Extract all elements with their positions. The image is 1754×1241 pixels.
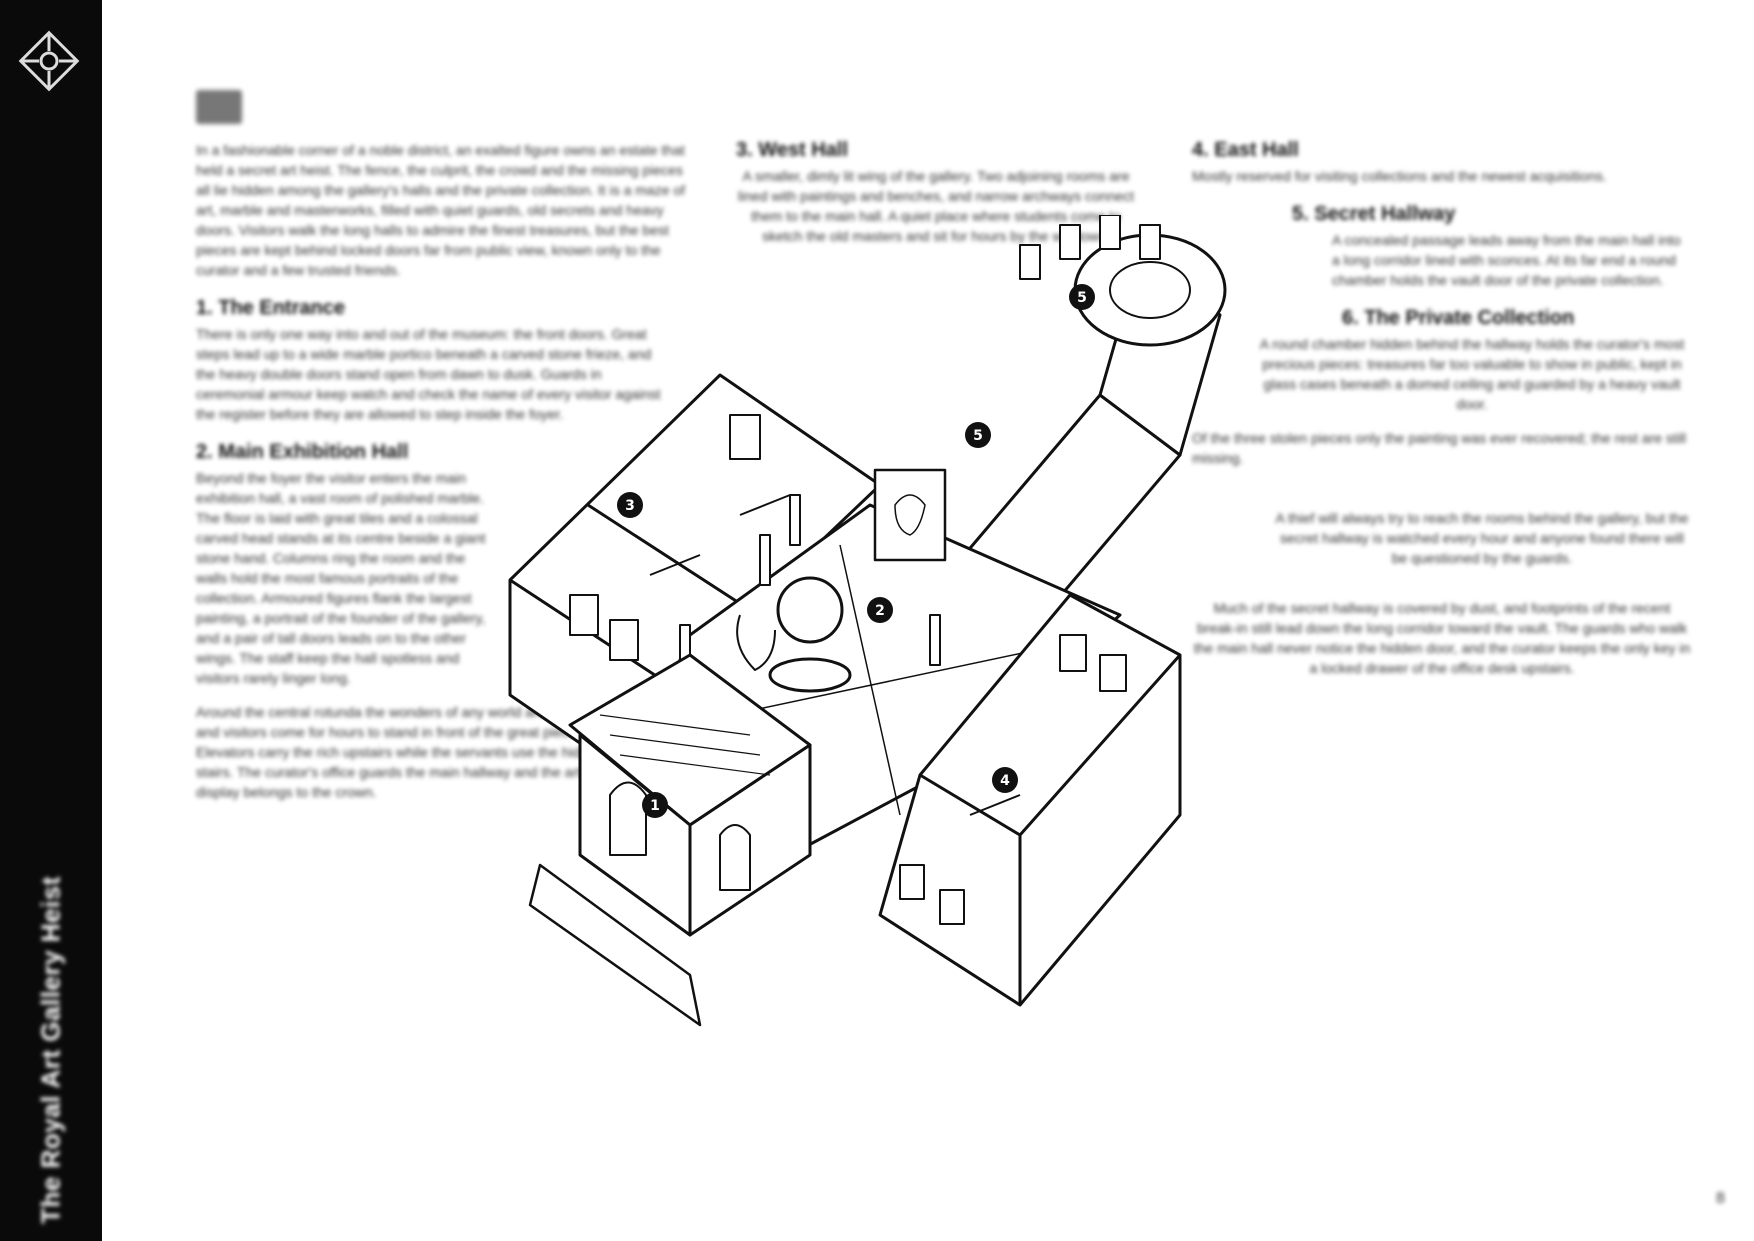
secret-hallway-body: A concealed passage leads away from the …: [1332, 232, 1681, 288]
sidebar: The Royal Art Gallery Heist: [0, 0, 102, 1241]
intro-paragraph: In a fashionable corner of a noble distr…: [196, 142, 686, 278]
east-notes-paragraph-2: A thief will always try to reach the roo…: [1275, 510, 1689, 566]
west-hall-heading: 3. West Hall: [736, 139, 848, 161]
svg-text:4: 4: [1000, 773, 1010, 789]
svg-text:3: 3: [625, 498, 635, 514]
svg-text:2: 2: [875, 603, 885, 619]
main-hall-body: Beyond the foyer the visitor enters the …: [196, 470, 486, 686]
entrance-temple: [528, 653, 812, 1027]
intro-paragraph-2: Around the central rotunda the wonders o…: [196, 704, 604, 800]
map-marker-main-hall: 2: [867, 597, 893, 623]
private-collection-heading: 6. The Private Collection: [1342, 307, 1575, 329]
east-hall-wing: [878, 593, 1182, 1007]
sidebar-title: The Royal Art Gallery Heist: [35, 876, 66, 1224]
right-column: 4. East Hall Mostly reserved for visitin…: [1192, 138, 1692, 692]
main-hall-heading: 2. Main Exhibition Hall: [196, 441, 409, 463]
map-marker-west-hall: 3: [617, 492, 643, 518]
east-hall-body: Mostly reserved for visiting collections…: [1192, 168, 1607, 184]
diamond-logo-icon: [18, 30, 80, 92]
middle-column: 3. West Hall A smaller, dimly lit wing o…: [736, 138, 1136, 260]
secret-hallway-heading: 5. Secret Hallway: [1292, 203, 1456, 225]
map-marker-east-hall: 4: [992, 767, 1018, 793]
secret-hallway-wing: [958, 215, 1227, 622]
svg-text:1: 1: [650, 798, 660, 814]
map-markers: 1 2 3 4 5 5: [617, 284, 1095, 818]
gallery-map: 1 2 3 4 5 5: [508, 215, 1227, 1027]
east-notes-paragraph-3: Much of the secret hallway is covered by…: [1193, 600, 1691, 676]
east-notes-paragraph-1: Of the three stolen pieces only the pain…: [1192, 430, 1687, 466]
map-marker-private-collection: 5: [1069, 284, 1095, 310]
east-hall-heading: 4. East Hall: [1192, 139, 1299, 161]
entrance-body: There is only one way into and out of th…: [196, 326, 661, 422]
page-heading-block: [196, 90, 242, 124]
map-marker-entrance: 1: [642, 792, 668, 818]
west-hall-body: A smaller, dimly lit wing of the gallery…: [737, 168, 1135, 244]
svg-text:5: 5: [973, 428, 983, 444]
left-column: In a fashionable corner of a noble distr…: [196, 140, 686, 816]
entrance-heading: 1. The Entrance: [196, 297, 345, 319]
private-collection-body: A round chamber hidden behind the hallwa…: [1259, 336, 1685, 412]
page-number: 8: [1716, 1190, 1725, 1207]
svg-text:5: 5: [1077, 290, 1087, 306]
map-marker-secret-hallway: 5: [965, 422, 991, 448]
